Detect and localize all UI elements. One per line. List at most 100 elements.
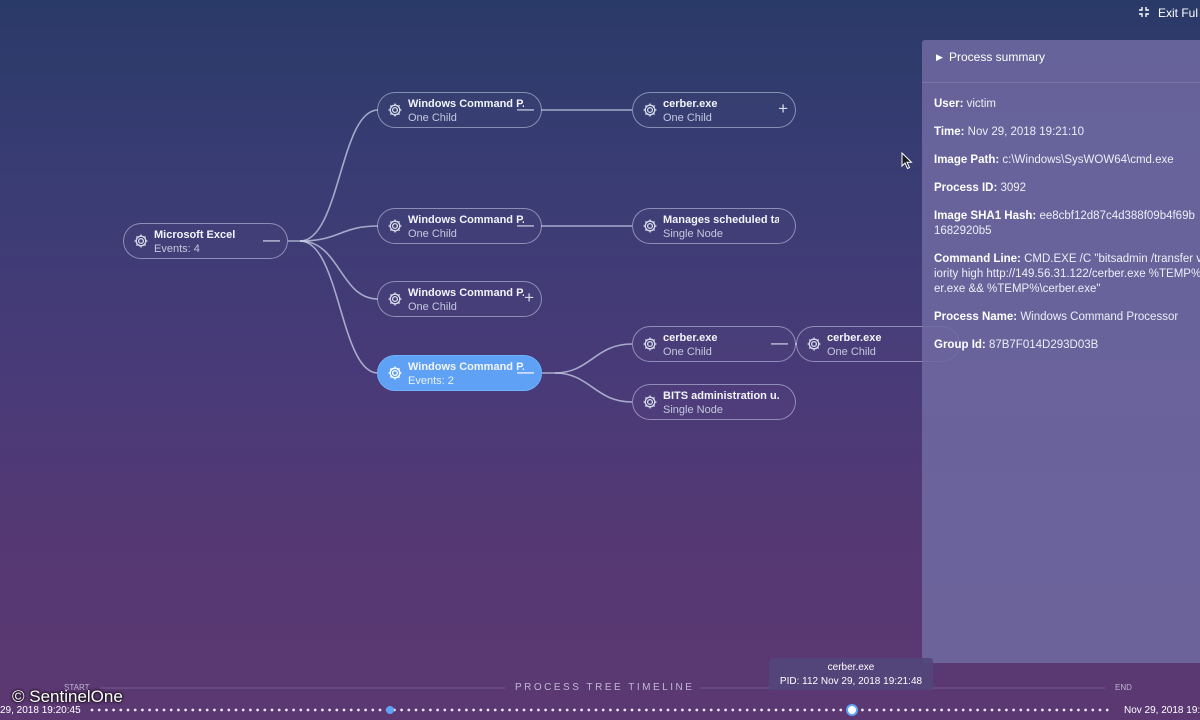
- timeline-dot-18[interactable]: [220, 708, 224, 712]
- timeline-dot-116[interactable]: [925, 708, 929, 712]
- timeline-dot-1[interactable]: [97, 708, 101, 712]
- timeline-dot-88[interactable]: [724, 708, 727, 712]
- node-microsoft-excel[interactable]: Microsoft Excel Events: 4 —: [123, 223, 288, 259]
- timeline-dot-102[interactable]: [825, 708, 828, 712]
- timeline-dot-63[interactable]: [544, 708, 547, 712]
- timeline-dot-117[interactable]: [933, 708, 936, 712]
- timeline-dot-39[interactable]: [371, 708, 375, 712]
- timeline-dot-62[interactable]: [537, 708, 540, 712]
- timeline-dot-115[interactable]: [918, 708, 922, 712]
- timeline-marker-selected[interactable]: [846, 704, 858, 716]
- node-windows-command-3[interactable]: Windows Command P... One Child +: [377, 281, 542, 317]
- timeline-dot-52[interactable]: [465, 708, 468, 712]
- timeline-dot-75[interactable]: [630, 708, 634, 712]
- timeline-dot-10[interactable]: [162, 708, 166, 712]
- timeline-dot-84[interactable]: [695, 708, 699, 712]
- timeline-dot-114[interactable]: [911, 708, 915, 712]
- node-windows-command-1[interactable]: Windows Command P... One Child —: [377, 92, 542, 128]
- timeline-dot-20[interactable]: [234, 708, 238, 712]
- timeline-dot-132[interactable]: [1041, 708, 1044, 712]
- timeline-dot-49[interactable]: [443, 708, 447, 712]
- timeline-dot-87[interactable]: [717, 708, 720, 712]
- timeline-dot-79[interactable]: [659, 708, 663, 712]
- node-cerber-2[interactable]: cerber.exe One Child —: [632, 326, 796, 362]
- timeline-dot-129[interactable]: [1019, 708, 1023, 712]
- timeline-dot-26[interactable]: [277, 708, 281, 712]
- timeline-dot-35[interactable]: [342, 708, 346, 712]
- timeline-dot-110[interactable]: [882, 708, 886, 712]
- timeline-dot-123[interactable]: [976, 708, 979, 712]
- timeline-dot-67[interactable]: [573, 708, 576, 712]
- timeline-dot-29[interactable]: [299, 708, 303, 712]
- timeline-dot-64[interactable]: [551, 708, 555, 712]
- timeline-dot-23[interactable]: [256, 708, 259, 712]
- timeline-dot-73[interactable]: [616, 708, 619, 712]
- node-cerber-1[interactable]: cerber.exe One Child +: [632, 92, 796, 128]
- expand-triangle-icon[interactable]: ▶: [936, 52, 943, 62]
- timeline-dot-66[interactable]: [565, 708, 569, 712]
- timeline-dot-96[interactable]: [781, 708, 785, 712]
- timeline-dot-140[interactable]: [1098, 708, 1102, 712]
- timeline-dot-8[interactable]: [148, 708, 152, 712]
- timeline-dot-54[interactable]: [479, 708, 483, 712]
- timeline-dot-108[interactable]: [868, 708, 871, 712]
- node-cerber-3[interactable]: cerber.exe One Child: [796, 326, 960, 362]
- timeline-dot-97[interactable]: [789, 708, 792, 712]
- timeline-dot-113[interactable]: [904, 708, 907, 712]
- timeline-dot-61[interactable]: [529, 708, 533, 712]
- timeline-dot-11[interactable]: [169, 708, 173, 712]
- timeline-dot-107[interactable]: [861, 708, 864, 712]
- timeline-dot-60[interactable]: [522, 708, 526, 712]
- timeline-dot-45[interactable]: [414, 708, 418, 712]
- timeline-dot-118[interactable]: [940, 708, 943, 712]
- collapse-icon[interactable]: —: [517, 99, 534, 118]
- expand-icon[interactable]: +: [524, 288, 534, 307]
- timeline-dot-58[interactable]: [508, 708, 511, 712]
- timeline-dot-76[interactable]: [637, 708, 641, 712]
- timeline-dot-50[interactable]: [450, 708, 454, 712]
- node-manages-scheduled[interactable]: Manages scheduled ta... Single Node: [632, 208, 796, 244]
- timeline-dot-14[interactable]: [191, 708, 195, 712]
- timeline-dot-80[interactable]: [666, 708, 670, 712]
- timeline-dot-30[interactable]: [306, 708, 310, 712]
- timeline-dot-48[interactable]: [436, 708, 439, 712]
- timeline-dot-0[interactable]: [90, 708, 94, 712]
- timeline-dot-82[interactable]: [681, 708, 684, 712]
- timeline-dot-120[interactable]: [954, 708, 958, 712]
- timeline-dot-59[interactable]: [515, 708, 519, 712]
- timeline-dot-33[interactable]: [328, 708, 331, 712]
- timeline-dot-85[interactable]: [702, 708, 706, 712]
- timeline-dot-15[interactable]: [198, 708, 202, 712]
- timeline-dot-22[interactable]: [249, 708, 252, 712]
- timeline-dot-53[interactable]: [472, 708, 475, 712]
- timeline-dot-131[interactable]: [1033, 708, 1037, 712]
- timeline-dot-74[interactable]: [623, 708, 627, 712]
- node-windows-command-selected[interactable]: Windows Command P... Events: 2 —: [377, 355, 542, 391]
- node-windows-command-2[interactable]: Windows Command P... One Child —: [377, 208, 542, 244]
- timeline-dot-16[interactable]: [205, 708, 209, 712]
- timeline-dot-98[interactable]: [796, 708, 799, 712]
- timeline-dot-121[interactable]: [961, 708, 965, 712]
- timeline-dot-86[interactable]: [709, 708, 713, 712]
- panel-header[interactable]: ▶ Process summary: [922, 40, 1200, 83]
- timeline-dot-37[interactable]: [357, 708, 360, 712]
- collapse-icon[interactable]: —: [263, 230, 280, 249]
- timeline-dot-21[interactable]: [241, 708, 245, 712]
- timeline-dot-5[interactable]: [126, 708, 130, 712]
- timeline-dot-36[interactable]: [349, 708, 353, 712]
- timeline-dot-81[interactable]: [673, 708, 677, 712]
- timeline-dot-125[interactable]: [990, 708, 994, 712]
- timeline-dot-55[interactable]: [486, 708, 490, 712]
- timeline-dot-70[interactable]: [594, 708, 598, 712]
- timeline-dot-68[interactable]: [580, 708, 583, 712]
- timeline-dot-112[interactable]: [897, 708, 900, 712]
- timeline-dot-27[interactable]: [285, 708, 288, 712]
- collapse-icon[interactable]: —: [517, 362, 534, 381]
- collapse-icon[interactable]: —: [517, 215, 534, 234]
- timeline-dot-71[interactable]: [601, 708, 605, 712]
- collapse-icon[interactable]: —: [771, 333, 788, 352]
- node-bits-administration[interactable]: BITS administration u... Single Node: [632, 384, 796, 420]
- timeline-dot-44[interactable]: [407, 708, 411, 712]
- expand-icon[interactable]: +: [778, 99, 788, 118]
- timeline-dot-3[interactable]: [112, 708, 115, 712]
